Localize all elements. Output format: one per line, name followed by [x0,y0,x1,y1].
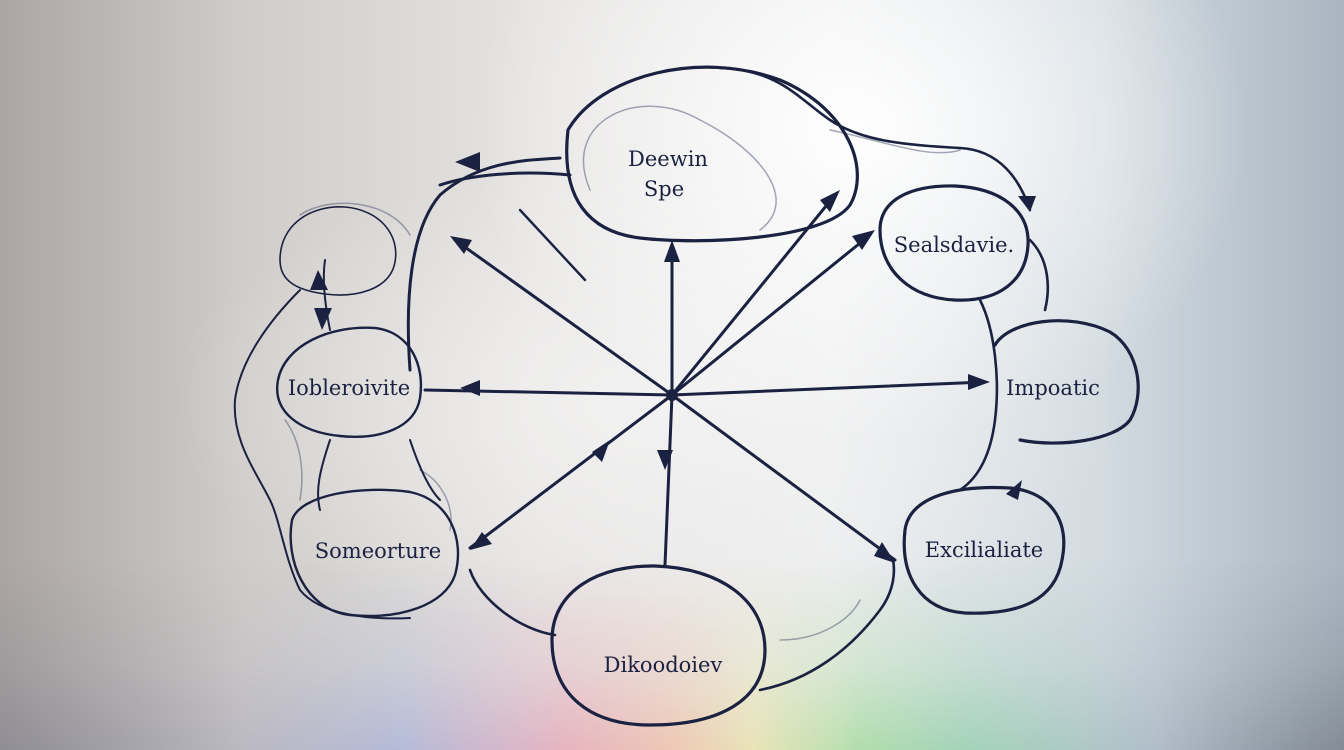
node-bottom-label: Dikoodoiev [604,653,723,677]
node-bottom-left-label: Someorture [315,539,441,563]
rainbow-glow [0,560,1344,750]
node-top-right-outline[interactable] [878,184,1030,302]
node-bottom-right-outline[interactable] [902,485,1066,615]
node-small-cloud-outline [279,206,397,296]
outer-connectors [233,66,1050,692]
node-top-label-line2: Spe [644,177,684,201]
node-labels: Deewin Spe Sealsdavie. Impoatic Excilial… [288,147,1100,677]
node-bottom-left-outline[interactable] [289,488,460,618]
node-bottom-outline[interactable] [550,564,767,727]
node-right-outline[interactable] [993,319,1140,445]
node-top-outline[interactable] [565,65,859,243]
node-top-label-line1: Deewin [628,147,708,171]
center-hub [666,389,678,401]
node-outlines [275,65,1140,727]
arrow-heads [310,152,1036,563]
radial-spokes [423,193,987,567]
node-left-label: Iobleroivite [288,376,410,400]
node-right-label: Impoatic [1006,376,1100,400]
node-left-outline[interactable] [275,326,423,438]
node-bottom-right-label: Excilialiate [925,538,1043,562]
node-top-right-label: Sealsdavie. [894,233,1014,257]
